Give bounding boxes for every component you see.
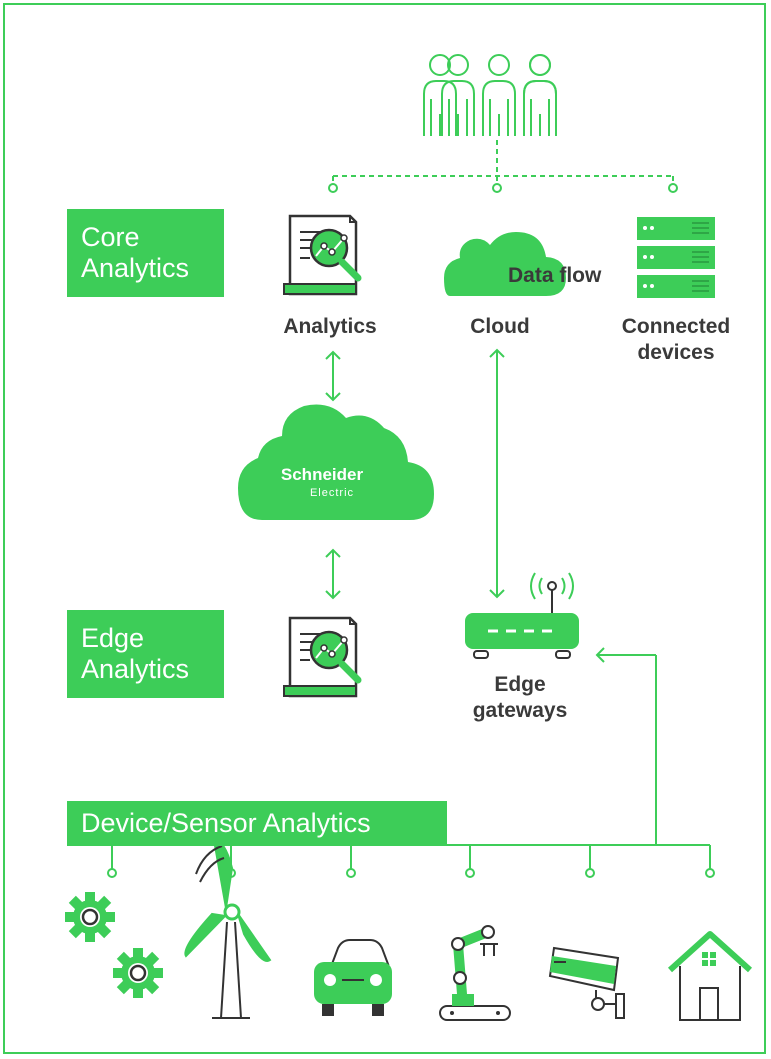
analytics-report-icon <box>284 216 358 294</box>
user-distribution-connector <box>328 140 678 193</box>
server-rack-icon <box>637 217 715 298</box>
users-group-icon <box>423 54 557 137</box>
brand-name: Schneider <box>281 465 364 484</box>
tier-core-analytics: Core Analytics <box>67 209 224 297</box>
tier-device-sensor-analytics: Device/Sensor Analytics <box>67 801 447 846</box>
diagram-border <box>3 3 766 1054</box>
analytics-arrow-bottom <box>325 548 341 600</box>
house-icon <box>667 931 753 1021</box>
router-gateway-icon <box>465 572 579 659</box>
edge-gateways-label: Edge gateways <box>472 673 568 722</box>
analytics-report-icon <box>284 618 358 696</box>
robot-arm-icon <box>439 925 511 1021</box>
analytics-arrow-top <box>325 350 341 402</box>
brand-subname: Electric <box>310 487 354 499</box>
cloud-label: Cloud <box>470 315 530 338</box>
security-camera-icon <box>548 946 625 1019</box>
data-flow-label: Data flow <box>508 264 602 287</box>
car-icon <box>314 939 392 1016</box>
cloud-icon <box>444 232 566 296</box>
gears-icon <box>63 890 165 1000</box>
data-flow-arrow <box>489 348 505 599</box>
connected-devices-label: Connected devices <box>621 315 731 364</box>
tier-edge-analytics: Edge Analytics <box>67 610 224 698</box>
schneider-electric-cloud: Schneider Electric <box>238 404 434 520</box>
analytics-label: Analytics <box>283 315 377 338</box>
wind-turbine-icon <box>184 838 272 1019</box>
